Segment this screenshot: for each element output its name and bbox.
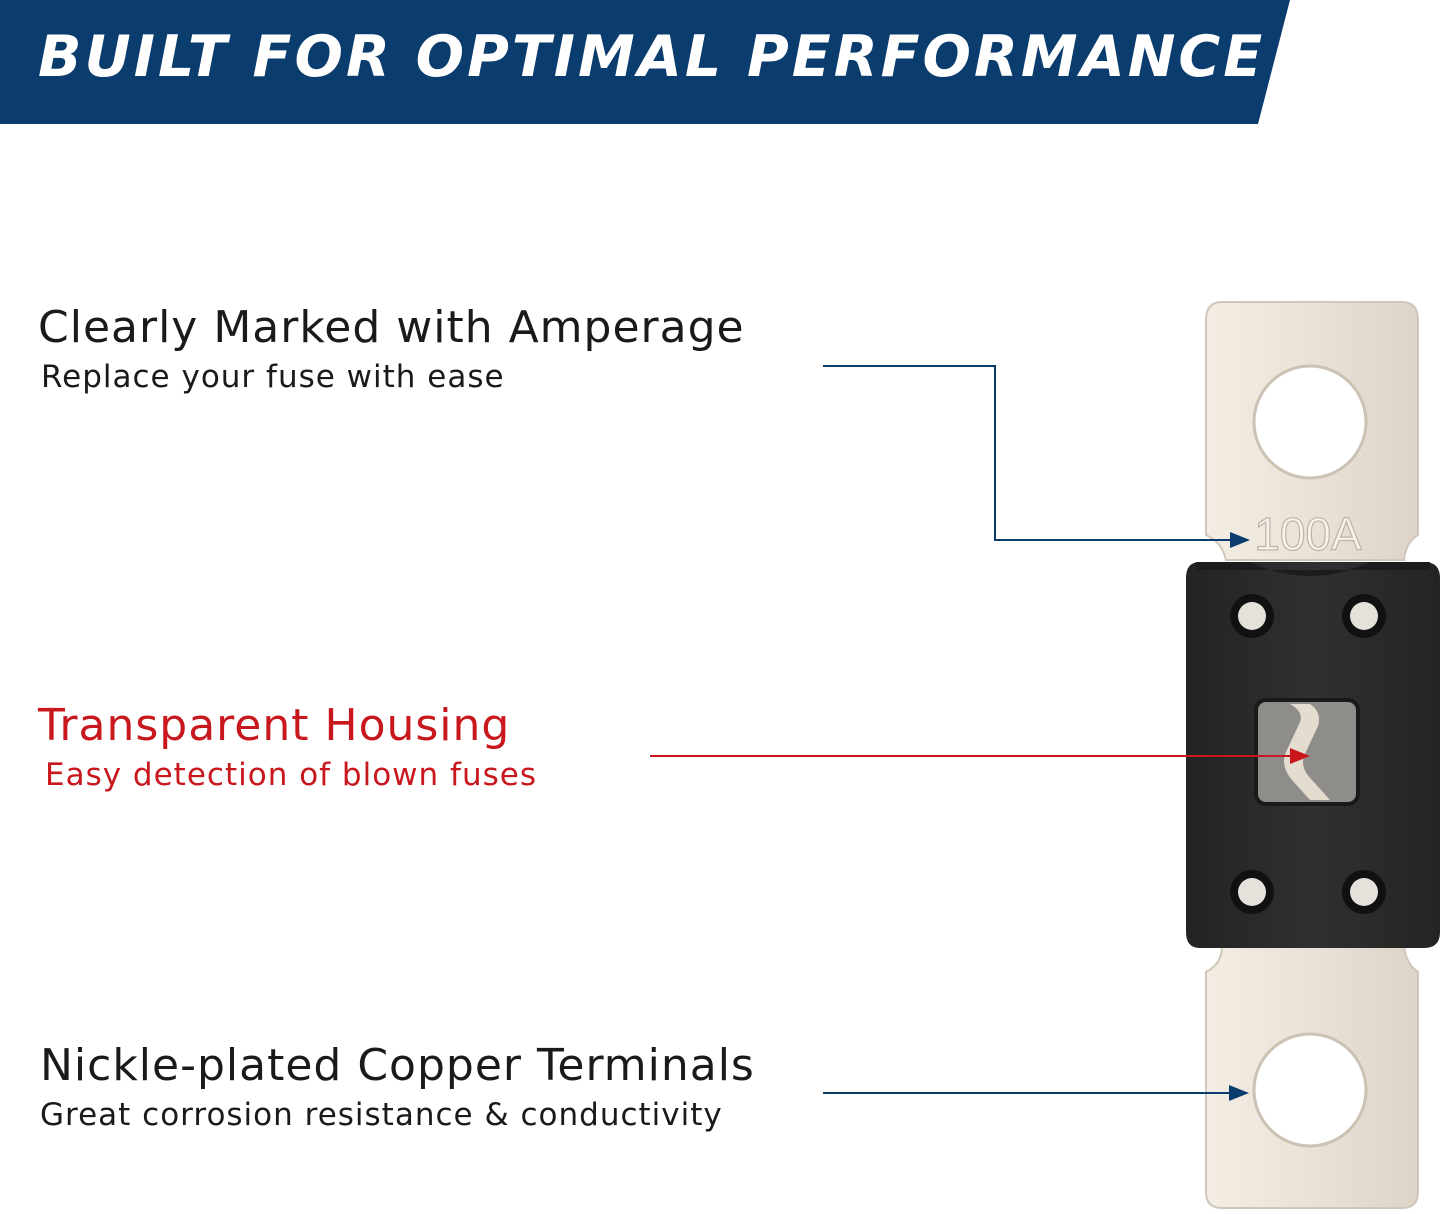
- feature-housing-subtitle: Easy detection of blown fuses: [45, 757, 537, 793]
- inspection-window: [1254, 698, 1360, 806]
- feature-housing: Transparent Housing Easy detection of bl…: [38, 700, 537, 793]
- fuse-housing: [1186, 562, 1440, 948]
- bottom-terminal: [1205, 945, 1419, 1209]
- feature-amperage: Clearly Marked with Amperage Replace you…: [38, 302, 745, 395]
- feature-amperage-subtitle: Replace your fuse with ease: [41, 359, 505, 395]
- fuse-rating-label: 100A: [1254, 508, 1362, 560]
- feature-terminals-subtitle: Great corrosion resistance & conductivit…: [40, 1097, 723, 1133]
- feature-terminals: Nickle-plated Copper Terminals Great cor…: [40, 1040, 755, 1133]
- feature-housing-title: Transparent Housing: [38, 700, 511, 751]
- top-terminal-hole: [1252, 364, 1368, 480]
- header-banner: [0, 0, 1290, 124]
- page-title: BUILT FOR OPTIMAL PERFORMANCE: [38, 24, 1266, 90]
- callout-line-amperage: [823, 365, 1250, 548]
- feature-amperage-title: Clearly Marked with Amperage: [38, 302, 745, 353]
- bottom-terminal-hole: [1252, 1032, 1368, 1148]
- feature-terminals-title: Nickle-plated Copper Terminals: [40, 1040, 755, 1091]
- top-terminal: [1205, 301, 1419, 561]
- housing-bolts: [1230, 594, 1386, 914]
